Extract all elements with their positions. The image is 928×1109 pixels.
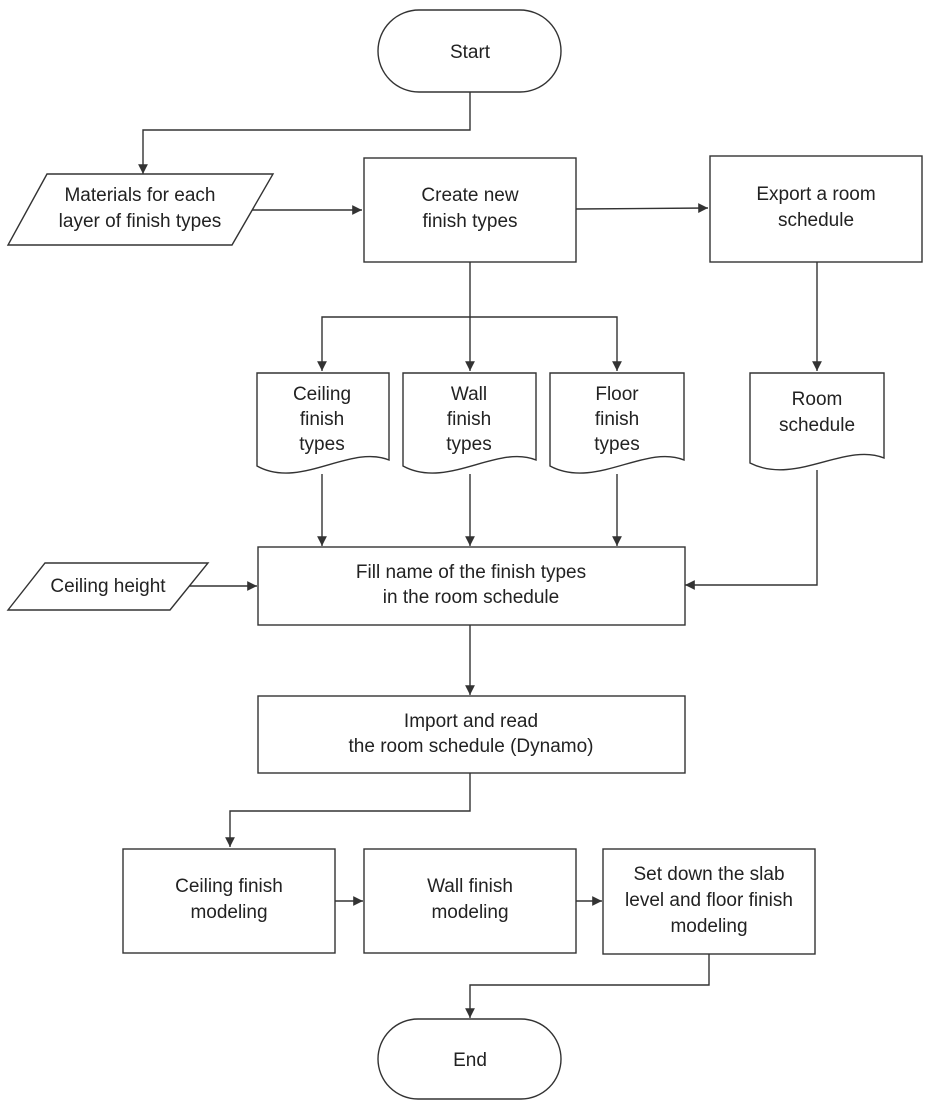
create-finish-types-line-1: Create new: [421, 185, 518, 206]
fill-finish-names-line-1: Fill name of the finish types: [356, 562, 586, 583]
wall-finish-types-document: Wall finish types: [402, 372, 537, 474]
edge-create-to-ceiling-types: [317, 262, 471, 371]
ceiling-modeling-process: Ceiling finish modeling: [122, 848, 336, 954]
ceiling-modeling-line-1: Ceiling finish: [175, 876, 283, 897]
import-room-schedule-line-2: the room schedule (Dynamo): [349, 736, 594, 757]
floor-finish-types-document: Floor finish types: [549, 372, 685, 474]
materials-input-line-2: layer of finish types: [59, 211, 222, 232]
wall-modeling-line-1: Wall finish: [427, 876, 513, 897]
export-room-schedule-process: Export a room schedule: [709, 155, 923, 263]
connectors: [138, 92, 822, 1018]
wall-finish-types-line-1: Wall: [451, 384, 487, 405]
edge-start-to-materials: [138, 92, 471, 174]
ceiling-height-label: Ceiling height: [50, 576, 166, 597]
edge-floor-modeling-to-end: [465, 954, 710, 1018]
floor-finish-types-line-2: finish: [595, 409, 639, 430]
edge-create-to-export: [575, 203, 709, 213]
wall-finish-types-line-2: finish: [447, 409, 491, 430]
export-room-schedule-line-2: schedule: [778, 210, 854, 231]
room-schedule-line-1: Room: [792, 389, 843, 410]
wall-modeling-process: Wall finish modeling: [363, 848, 577, 954]
fill-finish-names-line-2: in the room schedule: [383, 587, 559, 608]
edge-room-schedule-to-fill: [685, 470, 818, 590]
start-terminal-label: Start: [450, 42, 491, 63]
ceiling-finish-types-line-3: types: [299, 434, 344, 455]
create-finish-types-process: Create new finish types: [363, 157, 577, 263]
floor-modeling-line-2: level and floor finish: [625, 890, 793, 911]
floor-finish-types-line-3: types: [594, 434, 639, 455]
materials-input-line-1: Materials for each: [64, 185, 215, 206]
fill-finish-names-process: Fill name of the finish types in the roo…: [257, 546, 686, 626]
room-schedule-document: Room schedule: [749, 372, 885, 471]
create-finish-types-line-2: finish types: [422, 211, 517, 232]
import-room-schedule-line-1: Import and read: [404, 711, 538, 732]
edge-create-to-floor-types: [470, 316, 622, 371]
ceiling-finish-types-line-2: finish: [300, 409, 344, 430]
floor-modeling-process: Set down the slab level and floor finish…: [602, 848, 816, 955]
ceiling-height-input: Ceiling height: [6, 562, 210, 611]
ceiling-modeling-line-2: modeling: [190, 902, 267, 923]
export-room-schedule-line-1: Export a room: [756, 184, 875, 205]
floor-modeling-line-3: modeling: [670, 916, 747, 937]
floor-modeling-line-1: Set down the slab: [633, 864, 784, 885]
ceiling-finish-types-line-1: Ceiling: [293, 384, 351, 405]
wall-modeling-line-2: modeling: [431, 902, 508, 923]
materials-input: Materials for each layer of finish types: [6, 173, 275, 246]
end-terminal-label: End: [453, 1050, 487, 1071]
room-schedule-line-2: schedule: [779, 415, 855, 436]
wall-finish-types-line-3: types: [446, 434, 491, 455]
floor-finish-types-line-1: Floor: [595, 384, 639, 405]
import-room-schedule-process: Import and read the room schedule (Dynam…: [257, 695, 686, 774]
end-terminal: End: [377, 1018, 562, 1100]
ceiling-finish-types-document: Ceiling finish types: [256, 372, 390, 474]
edge-import-to-ceiling-modeling: [225, 773, 471, 847]
start-terminal: Start: [377, 9, 562, 93]
